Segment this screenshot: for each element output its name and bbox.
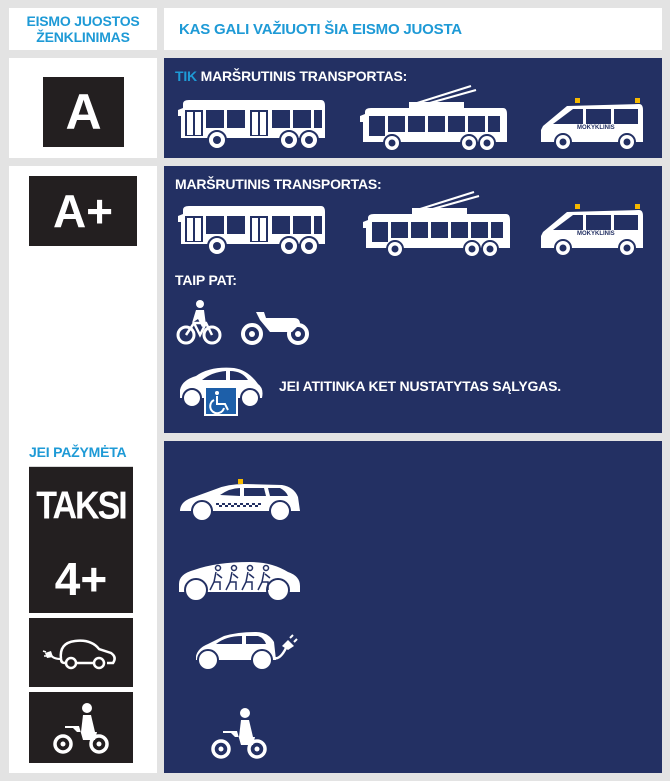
lane-sign-taxi-label: TAKSI bbox=[36, 484, 127, 528]
trolleybus-icon bbox=[360, 85, 507, 151]
vehicles-panel-a: TIK MARŠRUTINIS TRANSPORTAS: MOKYKLINIS bbox=[164, 58, 662, 158]
header-right-cell: KAS GALI VAŽIUOTI ŠIA EISMO JUOSTA bbox=[164, 8, 662, 50]
van-label: MOKYKLINIS bbox=[577, 125, 615, 131]
lane-marking-title-line2: ŽENKLINIMAS bbox=[36, 29, 130, 45]
vehicles-panel-if-marked bbox=[164, 441, 662, 773]
lane-sign-electric bbox=[29, 618, 133, 687]
lane-sign-carpool-label: 4+ bbox=[54, 552, 108, 605]
vehicles-panel-a-plus: MARŠRUTINIS TRANSPORTAS: MOKYKLINIS TAIP… bbox=[164, 166, 662, 433]
trolleybus-icon bbox=[363, 191, 510, 257]
taxi-icon bbox=[180, 479, 300, 522]
bicycle-icon bbox=[176, 300, 222, 345]
carpool-car-icon bbox=[179, 562, 300, 602]
bus-icon bbox=[178, 100, 325, 150]
if-marked-heading: JEI PAŽYMĖTA bbox=[29, 444, 127, 460]
also-label: TAIP PAT: bbox=[175, 272, 237, 288]
driving-school-van-icon bbox=[541, 98, 643, 151]
motorcycle-icon bbox=[241, 312, 309, 345]
lane-sign-carpool: 4+ bbox=[29, 544, 133, 613]
lane-sign-moped bbox=[29, 692, 133, 763]
lane-sign-a: A bbox=[43, 77, 124, 147]
driving-school-van: MOKYKLINIS bbox=[539, 202, 649, 258]
disabled-condition-text: JEI ATITINKA KET NUSTATYTAS SĄLYGAS. bbox=[279, 378, 561, 394]
driving-school-van-icon bbox=[541, 204, 643, 257]
lane-sign-a-plus: A+ bbox=[29, 176, 137, 246]
moped-outline-icon bbox=[53, 702, 109, 754]
disabled-parking-car-icon bbox=[180, 367, 263, 416]
driving-school-van: MOKYKLINIS bbox=[539, 96, 649, 152]
bus-icon bbox=[178, 206, 325, 256]
sign-cell-a: A bbox=[9, 58, 157, 158]
caption-a-text: MARŠRUTINIS TRANSPORTAS: bbox=[196, 68, 408, 84]
header-left-cell: EISMO JUOSTOS ŽENKLINIMAS bbox=[9, 8, 157, 50]
lane-sign-taxi: TAKSI bbox=[29, 466, 133, 547]
lane-marking-title-line1: EISMO JUOSTOS bbox=[26, 13, 140, 29]
caption-a-highlight: TIK bbox=[175, 68, 197, 84]
who-can-drive-title: KAS GALI VAŽIUOTI ŠIA EISMO JUOSTA bbox=[179, 20, 462, 38]
van-label: MOKYKLINIS bbox=[577, 231, 615, 237]
moped-icon bbox=[211, 708, 267, 759]
electric-car-icon bbox=[196, 632, 298, 671]
lane-sign-a-plus-label: A+ bbox=[52, 185, 114, 237]
lane-sign-a-label: A bbox=[65, 84, 102, 140]
caption-a-plus: MARŠRUTINIS TRANSPORTAS: bbox=[175, 176, 382, 192]
electric-car-outline-icon bbox=[42, 638, 116, 669]
caption-a: TIK MARŠRUTINIS TRANSPORTAS: bbox=[175, 68, 407, 84]
sign-cell-a-plus: A+ JEI PAŽYMĖTA TAKSI 4+ bbox=[9, 166, 157, 773]
